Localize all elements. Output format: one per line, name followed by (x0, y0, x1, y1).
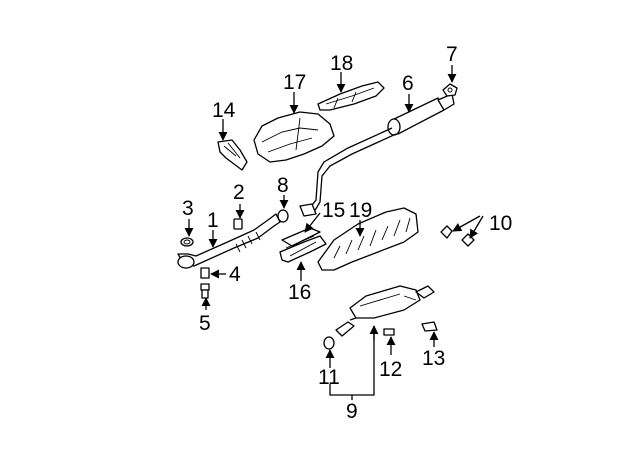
callout-10: 10 (489, 212, 512, 235)
callout-7: 7 (446, 43, 458, 66)
callout-12: 12 (379, 358, 402, 381)
part-18-heat-shield (317, 81, 385, 111)
callout-18: 18 (330, 52, 353, 75)
part-5-bolt (200, 283, 210, 299)
callout-15: 15 (322, 199, 345, 222)
callout-8: 8 (277, 174, 289, 197)
part-2-nut (233, 218, 243, 230)
callout-2: 2 (233, 181, 245, 204)
part-17-heat-shield (253, 111, 335, 163)
part-14-bracket (217, 139, 248, 171)
part-7-hanger (442, 83, 458, 97)
part-12-stud (383, 328, 395, 336)
part-8-gasket (277, 209, 289, 223)
callout-4: 4 (229, 263, 241, 286)
callout-17: 17 (283, 71, 306, 94)
part-6-resonator-pipe (299, 93, 455, 217)
part-9-muffler (335, 285, 435, 337)
part-19-heat-shield (317, 207, 419, 271)
leader-arrows (184, 65, 484, 400)
part-11-grommet (323, 336, 335, 350)
callout-16: 16 (288, 281, 311, 304)
part-4-spring (200, 267, 210, 279)
callout-6: 6 (402, 72, 414, 95)
callout-11: 11 (318, 366, 340, 389)
callout-1: 1 (207, 209, 219, 232)
part-3-gasket (180, 237, 194, 247)
callout-3: 3 (182, 197, 194, 220)
part-13-clamp (421, 321, 438, 332)
callout-labels: 1 2 3 4 5 6 7 8 9 10 11 12 13 14 15 16 1… (182, 43, 512, 423)
callout-9: 9 (346, 400, 358, 423)
callout-19: 19 (349, 199, 372, 222)
callout-13: 13 (422, 347, 445, 370)
callout-14: 14 (212, 99, 236, 122)
callout-5: 5 (199, 312, 211, 335)
part-16-converter (279, 235, 327, 263)
